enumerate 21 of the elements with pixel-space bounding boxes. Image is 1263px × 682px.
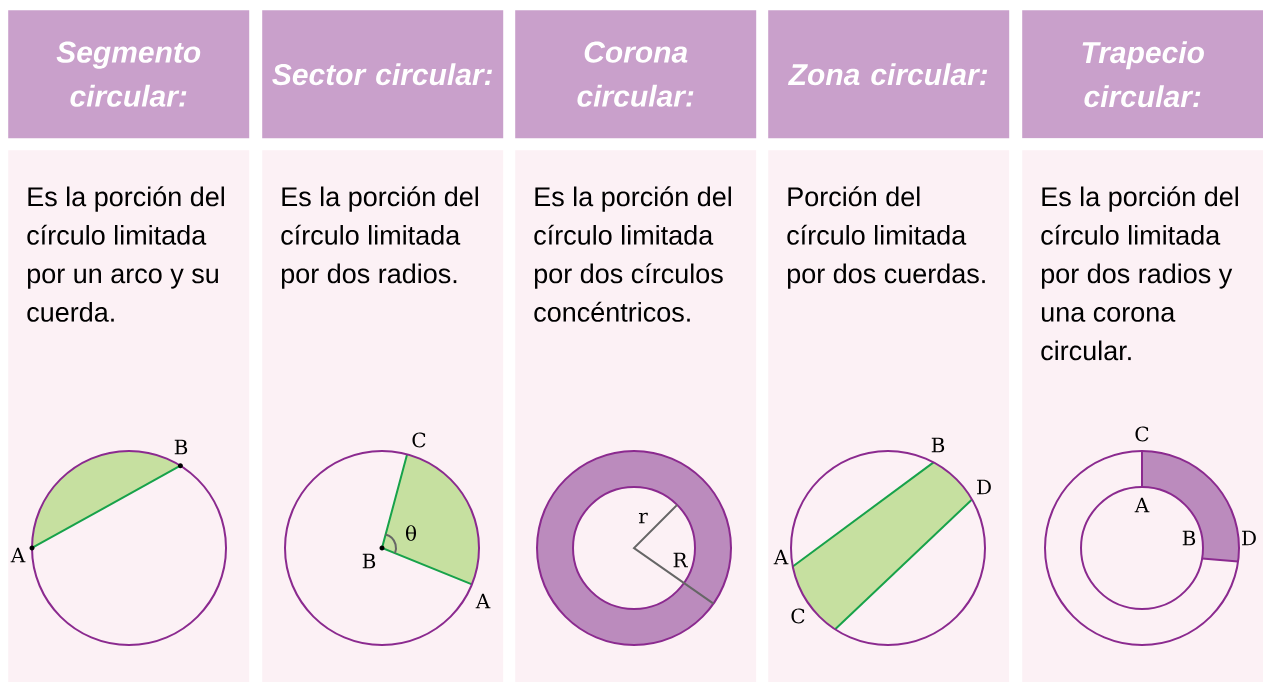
header-box: Trapecio circular:	[1022, 10, 1263, 139]
point-label: A	[1134, 497, 1150, 513]
header-box: Segmento circular:	[8, 10, 250, 139]
point-label: B	[1182, 530, 1196, 546]
point-label: θ	[406, 525, 416, 541]
point-label: B	[931, 437, 945, 453]
point-label: A	[773, 549, 789, 565]
point-label: C	[412, 432, 426, 448]
header-box: Sector circular:	[262, 10, 504, 139]
point-label: A	[475, 593, 491, 609]
point-label: B	[362, 553, 376, 569]
header-box: Zona circular:	[768, 10, 1010, 139]
point-label: R	[673, 552, 688, 568]
point-label: r	[638, 512, 648, 524]
point-label: C	[791, 608, 805, 624]
point-label: A	[10, 547, 26, 563]
point-label: D	[977, 479, 991, 495]
point-label: C	[1135, 426, 1149, 442]
point-label: B	[174, 439, 188, 455]
header-box: Corona circular:	[515, 10, 757, 139]
point-label: D	[1242, 530, 1256, 546]
